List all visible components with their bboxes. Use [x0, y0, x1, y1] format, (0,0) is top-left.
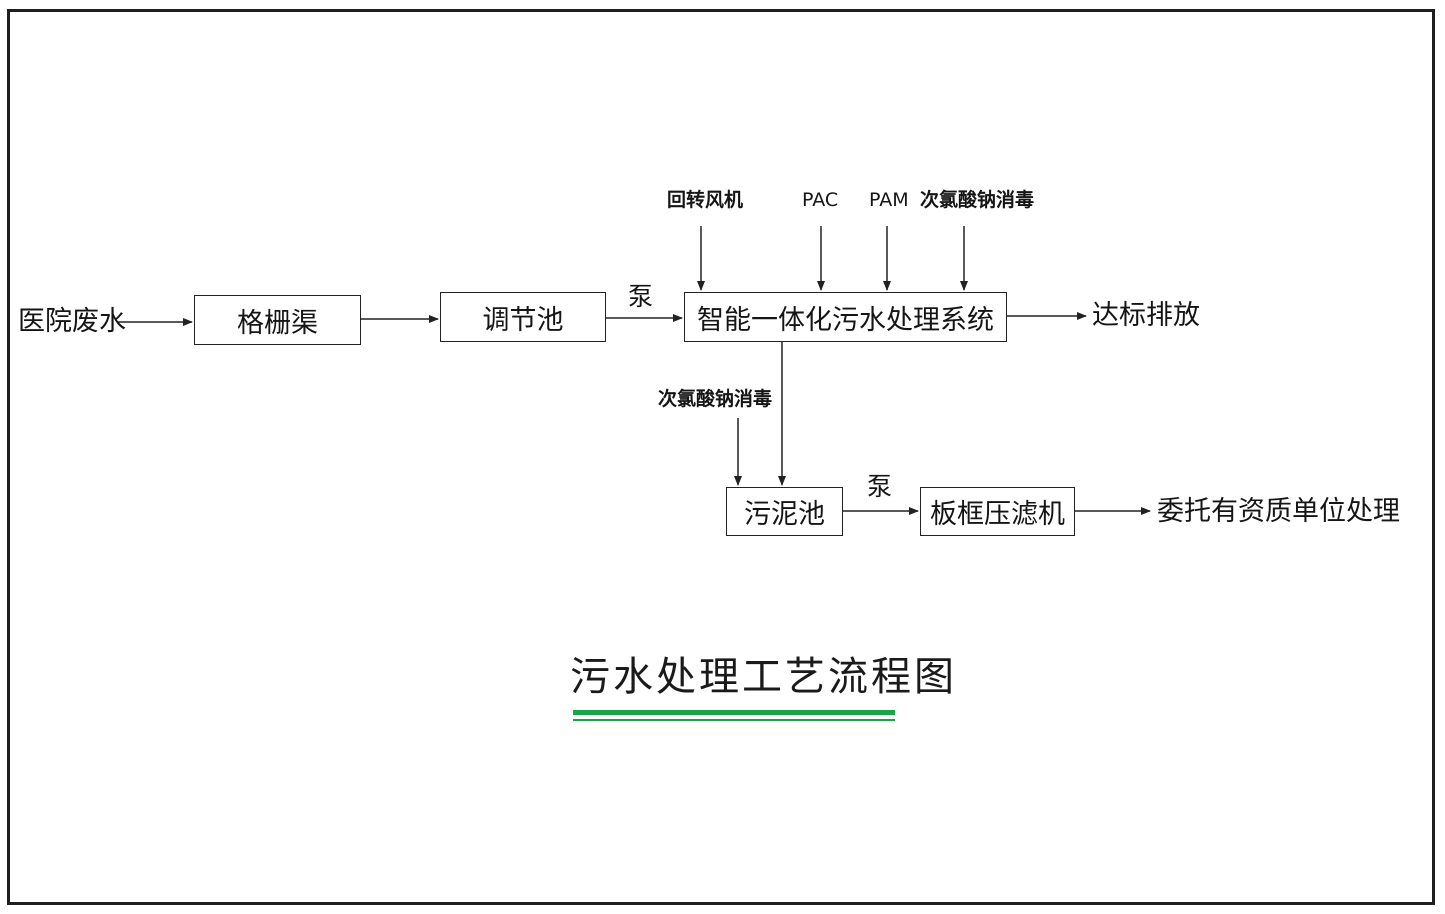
pump-label-2: 泵: [867, 472, 893, 501]
diagram-title: 污水处理工艺流程图: [570, 654, 957, 700]
title-underline-thin: [573, 719, 895, 721]
input-disinfect-main: 次氯酸钠消毒: [920, 189, 1035, 211]
input-blower: 回转风机: [667, 189, 744, 211]
node-equalization: 调节池: [440, 292, 606, 342]
pump-label-1: 泵: [628, 282, 654, 311]
node-treatment: 智能一体化污水处理系统: [684, 292, 1007, 342]
node-treatment-label: 智能一体化污水处理系统: [697, 304, 994, 336]
input-pam: PAM: [869, 189, 909, 211]
node-screen-label: 格栅渠: [237, 307, 318, 339]
node-source: 医院废水: [18, 306, 126, 337]
title-underline-thick: [573, 710, 895, 715]
input-pac: PAC: [802, 189, 839, 211]
drawing-frame: [7, 9, 1435, 905]
input-disinfect-sludge: 次氯酸钠消毒: [658, 388, 773, 410]
node-sludge-tank-label: 污泥池: [744, 499, 825, 530]
node-equalization-label: 调节池: [482, 304, 564, 336]
node-screen: 格栅渠: [194, 295, 361, 345]
node-sludge-tank: 污泥池: [726, 487, 843, 536]
node-filter-press: 板框压滤机: [920, 487, 1075, 536]
node-disposal: 委托有资质单位处理: [1157, 496, 1400, 527]
node-discharge: 达标排放: [1092, 300, 1200, 331]
node-filter-press-label: 板框压滤机: [930, 499, 1065, 530]
